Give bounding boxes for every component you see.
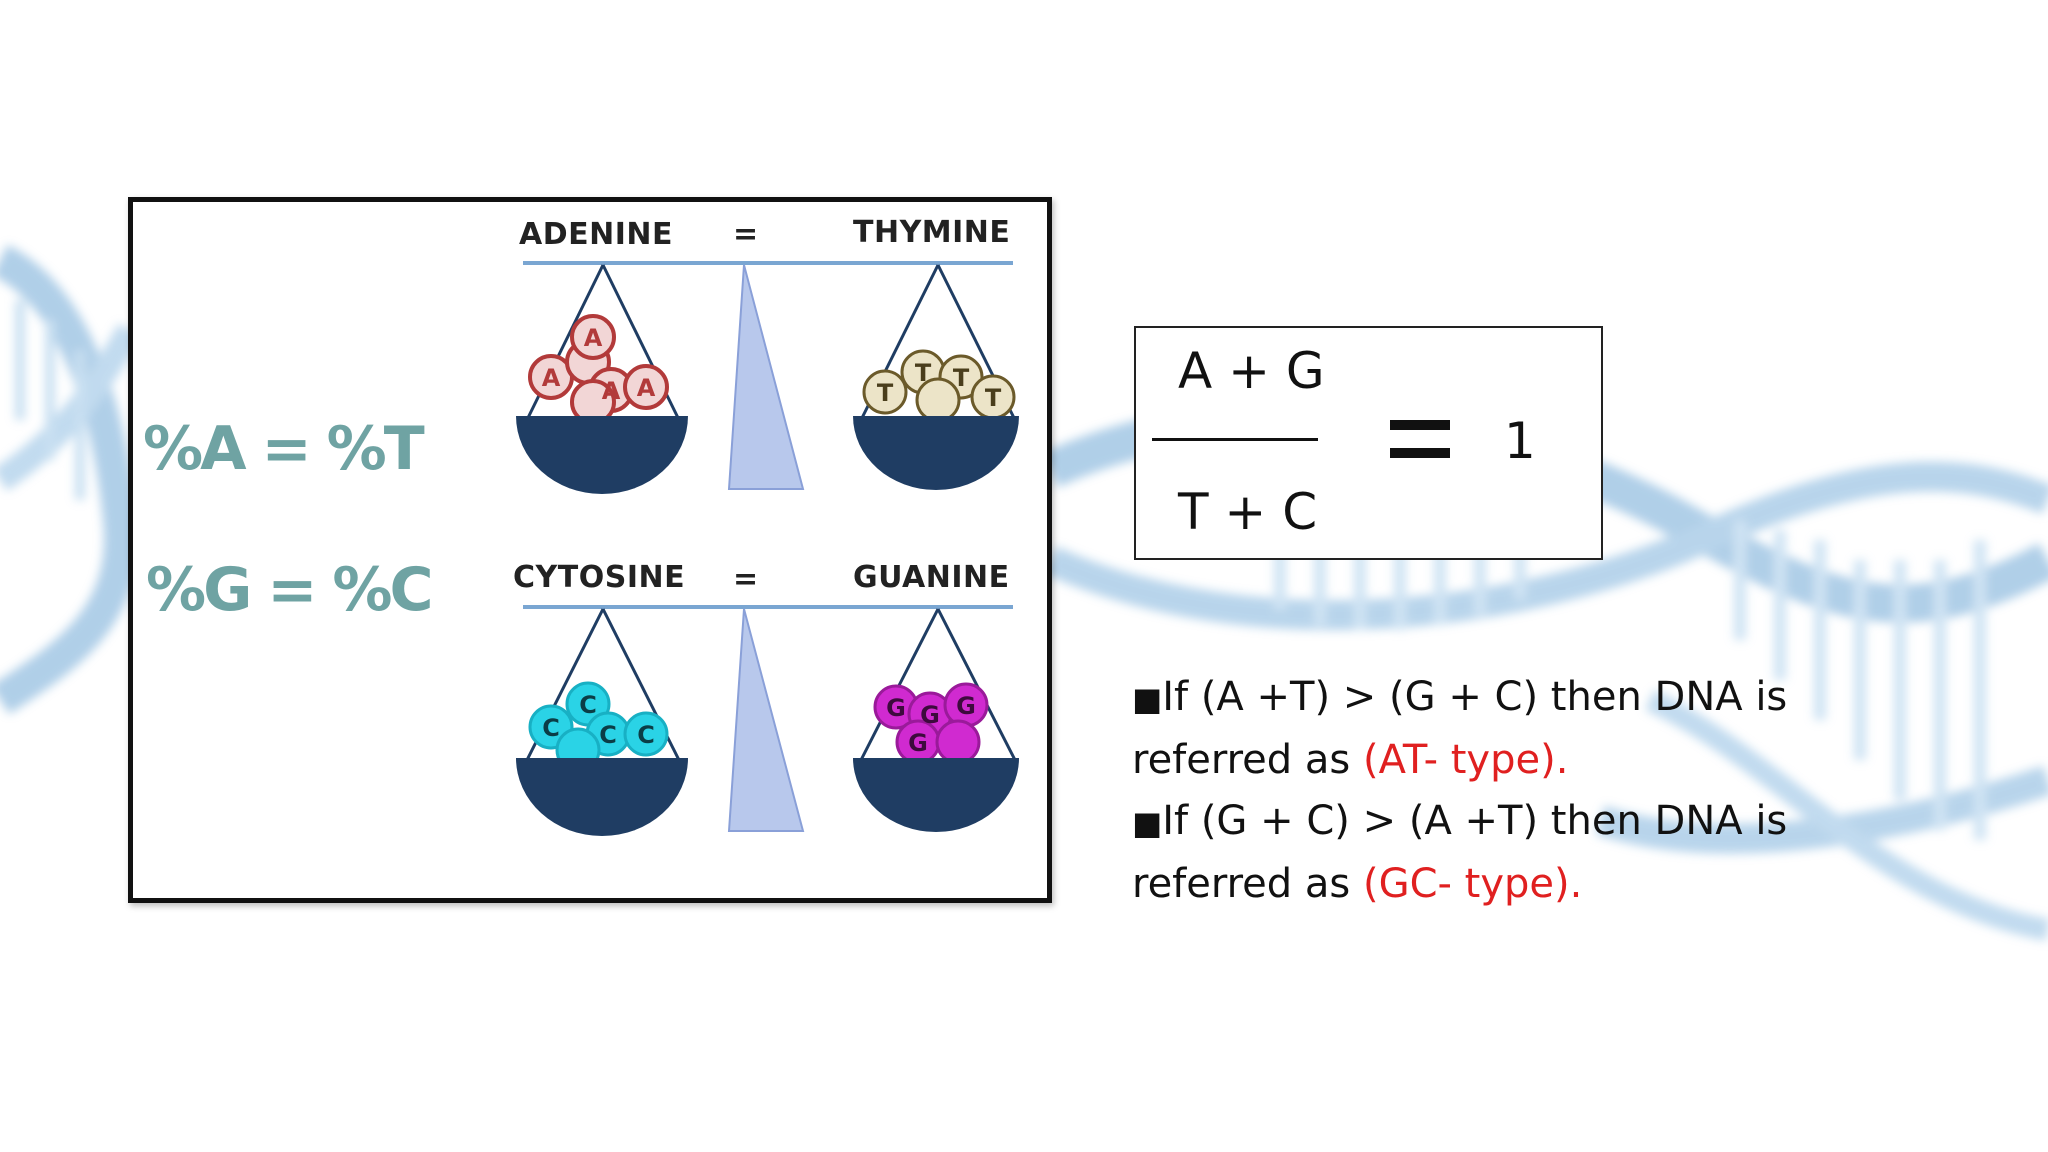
svg-text:G: G <box>908 729 928 757</box>
svg-text:C: C <box>599 721 617 749</box>
scale-top: A A A A T T T T <box>516 261 1019 494</box>
rule-at-text: If (A +T) > (G + C) then DNA is referred… <box>1132 674 1788 783</box>
scale-bottom: C C C C G G G G <box>516 605 1019 836</box>
label-equals-top: = <box>733 217 759 252</box>
label-thymine: THYMINE <box>853 215 1011 250</box>
rule-gc-type-label: (GC- type). <box>1362 861 1583 907</box>
rule-gc-type: ■If (G + C) > (A +T) then DNA is referre… <box>1132 791 1852 915</box>
dna-type-rules: ■If (A +T) > (G + C) then DNA is referre… <box>1132 667 1852 915</box>
equation-a-equals-t: %A = %T <box>143 414 425 484</box>
scale-bottom-fulcrum <box>727 608 805 832</box>
equation-g-equals-c: %G = %C <box>146 555 434 625</box>
svg-text:T: T <box>877 379 894 407</box>
chargaff-rule-diagram: A A A A T T T T <box>128 197 1052 903</box>
svg-text:C: C <box>579 691 597 719</box>
bullet-icon: ■ <box>1132 804 1163 842</box>
svg-text:C: C <box>637 721 655 749</box>
bullet-icon: ■ <box>1132 680 1163 718</box>
guanine-balls: G G G G <box>873 682 989 765</box>
label-adenine: ADENINE <box>519 217 673 252</box>
label-equals-bottom: = <box>733 562 759 597</box>
svg-text:T: T <box>953 364 970 392</box>
formula-denominator: T + C <box>1178 483 1318 541</box>
svg-text:C: C <box>542 714 560 742</box>
label-cytosine: CYTOSINE <box>513 560 686 595</box>
rule-gc-text: If (G + C) > (A +T) then DNA is referred… <box>1132 798 1788 907</box>
svg-text:T: T <box>985 384 1002 412</box>
formula-numerator: A + G <box>1178 342 1325 400</box>
svg-text:G: G <box>956 692 976 720</box>
thymine-balls: T T T T <box>862 349 1016 423</box>
equals-sign <box>1390 420 1450 460</box>
svg-text:A: A <box>584 324 603 352</box>
adenine-balls: A A A A <box>528 314 669 425</box>
svg-text:G: G <box>886 694 906 722</box>
svg-text:A: A <box>637 374 656 402</box>
rule-at-type-label: (AT- type). <box>1362 737 1569 783</box>
svg-text:G: G <box>920 701 940 729</box>
scale-top-right-pan <box>853 416 1019 490</box>
svg-text:A: A <box>602 377 621 405</box>
rule-at-type: ■If (A +T) > (G + C) then DNA is referre… <box>1132 667 1852 791</box>
scale-bottom-right-pan <box>853 758 1019 832</box>
fraction-bar <box>1152 438 1318 441</box>
scale-top-fulcrum <box>727 264 805 490</box>
svg-text:T: T <box>915 359 932 387</box>
svg-text:A: A <box>542 364 561 392</box>
scale-bottom-left-pan <box>516 758 688 836</box>
scale-top-left-pan <box>516 416 688 494</box>
chargaff-ratio-formula: A + G T + C 1 <box>1134 326 1603 560</box>
formula-result: 1 <box>1504 412 1536 470</box>
label-guanine: GUANINE <box>853 560 1010 595</box>
